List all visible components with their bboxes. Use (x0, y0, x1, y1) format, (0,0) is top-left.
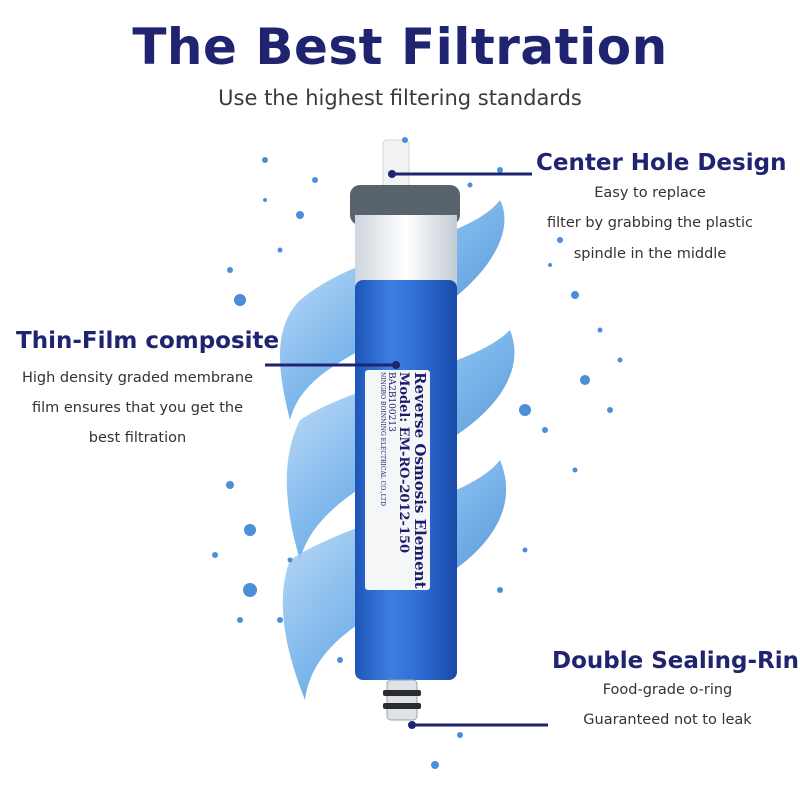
cartridge-label: Reverse Osmosis Element Model: EM-RO-201… (379, 372, 429, 592)
thin-film-line: best filtration (88, 430, 187, 446)
label-maker: NINGBO BOINNING ELECTRICAL CO.,LTD (379, 372, 386, 506)
label-heading: Reverse Osmosis Element (411, 372, 429, 589)
center-hole-line: filter by grabbing the plastic (547, 215, 753, 231)
sealing-ring-line: Food-grade o-ring (602, 682, 733, 698)
label-batch: BA2B100213 (386, 372, 396, 432)
thin-film-line: High density graded membrane (21, 370, 254, 386)
sealing-ring-title: Double Sealing-Ring (552, 648, 800, 674)
center-hole-title: Center Hole Design (536, 150, 787, 176)
center-hole-line: spindle in the middle (573, 246, 727, 262)
sealing-ring-line: Guaranteed not to leak (583, 712, 752, 728)
thin-film-title: Thin-Film composite (16, 328, 280, 354)
page-subtitle: Use the highest filtering standards (218, 86, 582, 110)
thin-film-line: film ensures that you get the (31, 400, 243, 416)
ro-cartridge-icon (350, 139, 460, 721)
center-hole-line: Easy to replace (594, 185, 706, 201)
label-model: Model: EM-RO-2012-150 (396, 372, 411, 554)
water-drop-icon (212, 137, 623, 769)
page-title: The Best Filtration (132, 18, 668, 76)
